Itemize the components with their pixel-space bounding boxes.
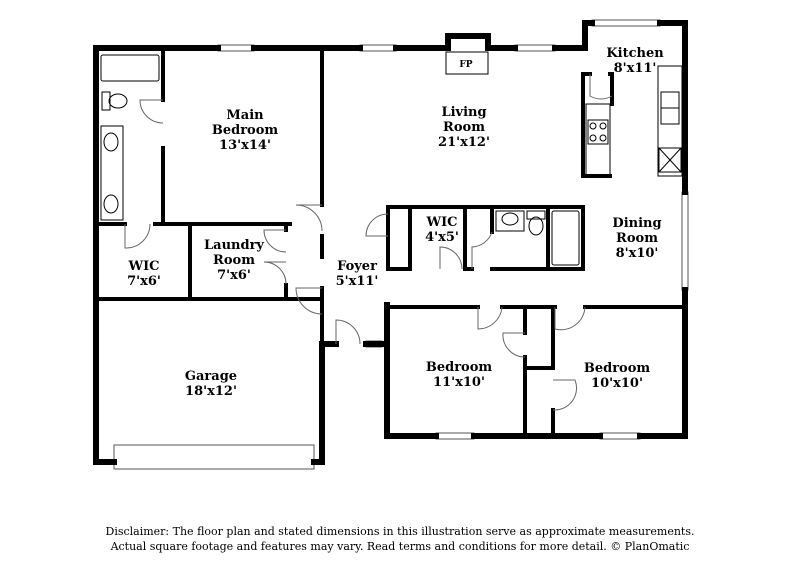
garage-dim: 18'x12' — [185, 384, 237, 399]
door-bedroom-1 — [477, 306, 503, 330]
wic-small-dim: 4'x5' — [425, 230, 459, 245]
fireplace-label: FP — [459, 60, 472, 70]
bathtub-hall — [551, 210, 580, 266]
fireplace: FP — [445, 51, 489, 75]
door-main-bath — [139, 99, 164, 124]
foyer-dim: 5'x11' — [336, 274, 379, 289]
vanity-main — [100, 125, 124, 221]
wic-main-dim: 7'x6' — [127, 274, 161, 289]
window-kitchen — [591, 19, 661, 27]
kitchen-dim: 8'x11' — [614, 61, 657, 76]
bathtub-main — [100, 54, 160, 82]
dishwasher — [658, 147, 682, 173]
bedroom-1-name: Bedroom — [426, 360, 493, 375]
toilet-tank-hall — [526, 210, 546, 220]
door-closet-2 — [552, 379, 578, 411]
windows — [113, 19, 689, 470]
room-labels: Main Bedroom 13'x14' Living Room 21'x12'… — [127, 46, 664, 399]
toilet-tank-main — [101, 91, 111, 111]
door-bedroom-2 — [554, 306, 586, 331]
window-dining — [681, 191, 689, 291]
kitchen-name: Kitchen — [606, 46, 664, 61]
living-room-name-2: Room — [443, 120, 485, 135]
laundry-dim: 7'x6' — [217, 268, 251, 283]
sink-main-2 — [103, 194, 119, 214]
door-main-bedroom — [295, 204, 323, 232]
foyer-name: Foyer — [337, 259, 377, 274]
dining-room-dim: 8'x10' — [616, 246, 659, 261]
door-laundry-1 — [263, 229, 287, 253]
toilet-bowl-main — [108, 93, 128, 109]
sink-main-1 — [103, 132, 119, 152]
living-room-name-1: Living — [441, 105, 486, 120]
exterior-walls — [93, 20, 688, 465]
door-closet-1 — [502, 332, 526, 358]
door-front — [335, 319, 361, 345]
laundry-name-2: Room — [213, 253, 255, 268]
sink-hall — [501, 212, 519, 226]
living-room-dim: 21'x12' — [438, 135, 490, 150]
door-hall-bath — [471, 231, 493, 269]
window-main-bedroom — [217, 44, 255, 52]
disclaimer-line-1: Disclaimer: The floor plan and stated di… — [105, 525, 695, 538]
bedroom-2-dim: 10'x10' — [591, 376, 643, 391]
disclaimer: Disclaimer: The floor plan and stated di… — [0, 524, 800, 554]
main-bedroom-dim: 13'x14' — [219, 138, 271, 153]
window-bedroom-2 — [599, 432, 641, 440]
door-wic-main — [124, 223, 151, 249]
window-living-2 — [514, 44, 556, 52]
vanity-hall — [495, 210, 525, 232]
fixtures — [100, 54, 683, 266]
toilet-bowl-hall — [528, 216, 544, 236]
garage-door — [113, 444, 315, 470]
window-bedroom-1 — [435, 432, 475, 440]
wic-small-name: WIC — [425, 215, 457, 230]
garage-name: Garage — [185, 369, 237, 384]
bedroom-2-name: Bedroom — [584, 361, 651, 376]
wic-main-name: WIC — [127, 259, 159, 274]
door-wic-small — [439, 246, 463, 270]
disclaimer-line-2: Actual square footage and features may v… — [110, 540, 690, 553]
door-laundry-2 — [263, 261, 287, 285]
doors — [124, 74, 613, 411]
dining-room-name-2: Room — [616, 231, 658, 246]
interior-walls — [98, 50, 687, 436]
door-garage — [295, 287, 323, 315]
stove — [587, 119, 609, 145]
main-bedroom-name-1: Main — [226, 108, 264, 123]
laundry-name-1: Laundry — [204, 238, 264, 253]
window-living-1 — [359, 44, 397, 52]
door-foyer-closet — [365, 213, 389, 237]
counter-left — [585, 103, 611, 177]
dining-room-name-1: Dining — [612, 216, 661, 231]
main-bedroom-name-2: Bedroom — [212, 123, 279, 138]
door-pantry — [589, 74, 613, 100]
counter-right — [657, 65, 683, 177]
bedroom-1-dim: 11'x10' — [433, 375, 485, 390]
